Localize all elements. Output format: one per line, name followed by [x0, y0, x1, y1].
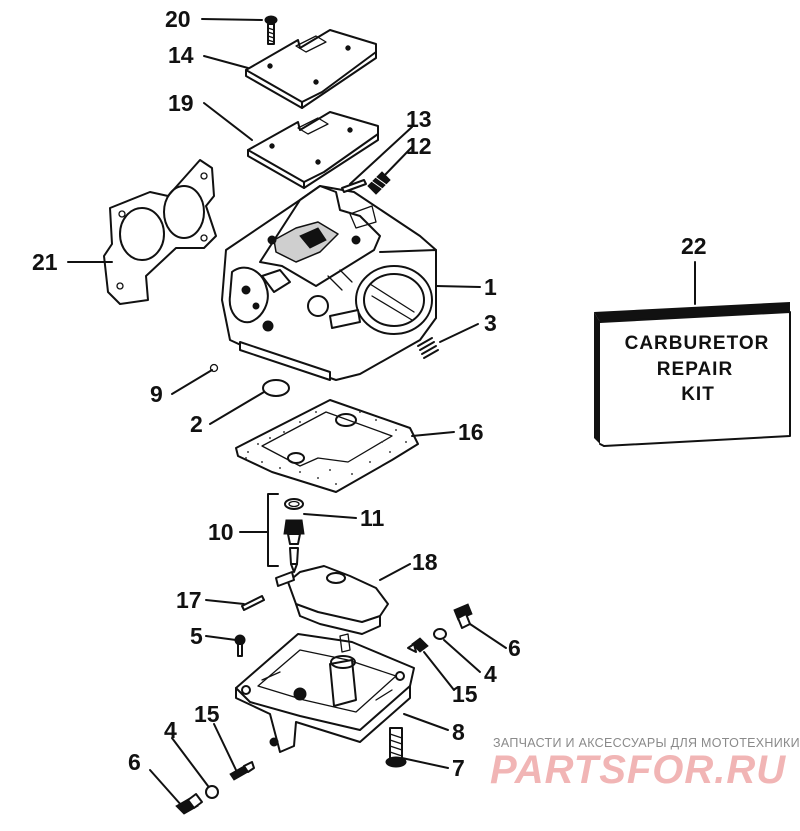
- callout-21: 21: [32, 249, 58, 275]
- callout-4-left: 4: [164, 717, 177, 743]
- callout-12: 12: [406, 133, 432, 159]
- plug-part-2: [262, 379, 290, 397]
- callout-16: 16: [458, 419, 484, 445]
- kit-label-line1: CARBURETOR: [625, 333, 770, 354]
- callout-5: 5: [190, 623, 203, 649]
- callout-1: 1: [484, 274, 497, 300]
- callout-13: 13: [406, 106, 432, 132]
- callout-20: 20: [165, 6, 191, 32]
- callout-2: 2: [190, 411, 203, 437]
- kit-label-line2: REPAIR: [657, 359, 733, 380]
- gasket-part-19: [247, 111, 379, 189]
- cover-plate-part-14: [245, 29, 377, 109]
- callout-9: 9: [150, 381, 163, 407]
- callout-7: 7: [452, 755, 465, 781]
- bowl-gasket-part-16: [235, 399, 419, 493]
- flange-gasket-part-21: [103, 159, 217, 305]
- callout-18: 18: [412, 549, 438, 575]
- callout-19: 19: [168, 90, 194, 116]
- callout-15-left: 15: [194, 701, 220, 727]
- needle-valve-group-part-10: [267, 493, 305, 573]
- callout-14: 14: [168, 42, 194, 68]
- screw-part-5: [234, 634, 246, 657]
- drain-screw-part-6-left: [175, 793, 203, 815]
- callout-3: 3: [484, 310, 497, 336]
- carburetor-body-part-1: [221, 185, 437, 381]
- watermark-caption: ЗАПЧАСТИ И АКСЕССУАРЫ ДЛЯ МОТОТЕХНИКИ: [493, 736, 800, 750]
- callout-22: 22: [681, 233, 707, 259]
- spring-part-3: [417, 337, 439, 359]
- kit-label-line3: KIT: [681, 384, 715, 405]
- check-ball-part-9: [209, 363, 219, 373]
- jet-part-15-right: [407, 637, 429, 653]
- pin-part-13: [341, 179, 367, 193]
- washer-part-4-right: [433, 628, 447, 640]
- washer-part-4-left: [205, 785, 219, 799]
- callout-6-right: 6: [508, 635, 521, 661]
- jet-part-15-left: [229, 761, 255, 781]
- float-bowl-part-8: [235, 633, 415, 753]
- repair-kit-box-part-22: [594, 302, 798, 447]
- callout-17: 17: [176, 587, 202, 613]
- callout-10: 10: [208, 519, 234, 545]
- idle-screw-part-12: [367, 171, 391, 195]
- callout-15-right: 15: [452, 681, 478, 707]
- bolt-part-7: [385, 727, 407, 768]
- watermark-brand: PARTSFOR.RU: [490, 748, 787, 792]
- callout-11: 11: [360, 505, 385, 531]
- callout-6-left: 6: [128, 749, 141, 775]
- float-part-18: [275, 565, 389, 635]
- callout-4-right: 4: [484, 661, 497, 687]
- callout-numbers: 20 14 19 13 12 21 1 3 22 9 2 16 10 11 18…: [32, 6, 707, 781]
- hinge-pin-part-17: [241, 595, 265, 611]
- leader-lines: [67, 18, 696, 807]
- callout-8: 8: [452, 719, 465, 745]
- screw-part-20: [264, 15, 278, 45]
